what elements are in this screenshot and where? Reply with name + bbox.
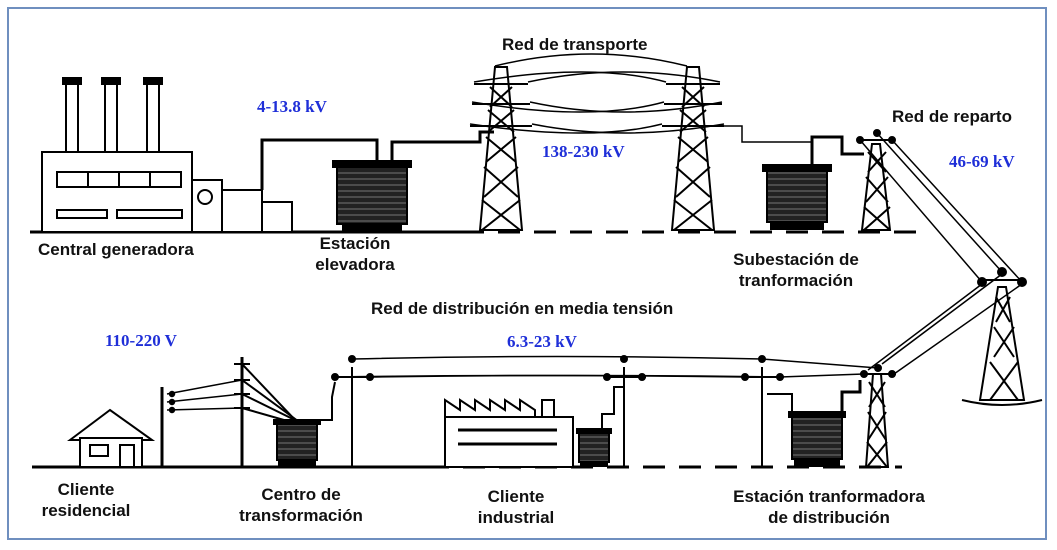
transmission-lines: [469, 53, 812, 143]
label-centro-transformacion-line1: Centro de: [261, 485, 341, 504]
mv-lines: [334, 355, 879, 378]
distribution-station-pole: [860, 364, 896, 468]
label-estacion-distribucion-line2: de distribución: [768, 508, 890, 527]
label-cliente-industrial-line1: Cliente: [487, 487, 545, 506]
reparto-tower: [961, 267, 1043, 406]
label-estacion-elevadora-line2: elevadora: [315, 255, 395, 274]
label-cliente-residencial: Cliente residencial: [31, 479, 141, 521]
house: [67, 408, 156, 468]
label-central-generadora: Central generadora: [38, 240, 194, 259]
voltage-medium: 6.3-23 kV: [507, 332, 577, 351]
reparto-pole: [856, 129, 896, 231]
voltage-reparto: 46-69 kV: [949, 152, 1015, 171]
label-estacion-elevadora-line1: Estación: [319, 234, 391, 253]
distribution-transformer: [788, 411, 846, 467]
label-cliente-industrial-line2: industrial: [477, 508, 555, 527]
substation-transformer: [762, 164, 832, 230]
label-subestacion-line2: tranformación: [738, 271, 854, 290]
label-subestacion: Subestación de tranformación: [721, 249, 871, 291]
lv-lines: [160, 379, 243, 467]
label-cliente-industrial: Cliente industrial: [471, 486, 561, 528]
label-cliente-residencial-line2: residencial: [41, 501, 131, 520]
label-subestacion-line1: Subestación de: [733, 250, 859, 269]
industrial-building: [444, 398, 574, 468]
label-red-distribucion: Red de distribución en media tensión: [371, 299, 674, 318]
voltage-transport: 138-230 kV: [542, 142, 625, 161]
voltage-generation: 4-13.8 kV: [257, 97, 327, 116]
label-estacion-distribucion: Estación tranformadora de distribución: [709, 486, 949, 528]
industrial-transformer: [576, 428, 612, 467]
reparto-lines: [859, 132, 1023, 375]
label-centro-transformacion: Centro de transformación: [231, 484, 371, 526]
label-red-reparto: Red de reparto: [892, 107, 1012, 126]
voltage-low: 110-220 V: [105, 331, 177, 350]
label-estacion-elevadora: Estación elevadora: [309, 233, 401, 275]
step-up-transformer: [332, 160, 412, 232]
generation-line: [260, 138, 379, 190]
label-estacion-distribucion-line1: Estación tranformadora: [733, 487, 925, 506]
label-cliente-residencial-line1: Cliente: [57, 480, 115, 499]
label-centro-transformacion-line2: transformación: [239, 506, 363, 525]
transmission-tower-left: [470, 66, 532, 231]
power-plant: [41, 77, 293, 233]
label-red-transporte: Red de transporte: [502, 35, 648, 54]
diagram-frame: Red de transporte Red de reparto Central…: [7, 7, 1047, 540]
transmission-tower-right: [662, 66, 724, 231]
power-grid-diagram: [30, 53, 1043, 469]
ct-transformer: [273, 419, 321, 467]
